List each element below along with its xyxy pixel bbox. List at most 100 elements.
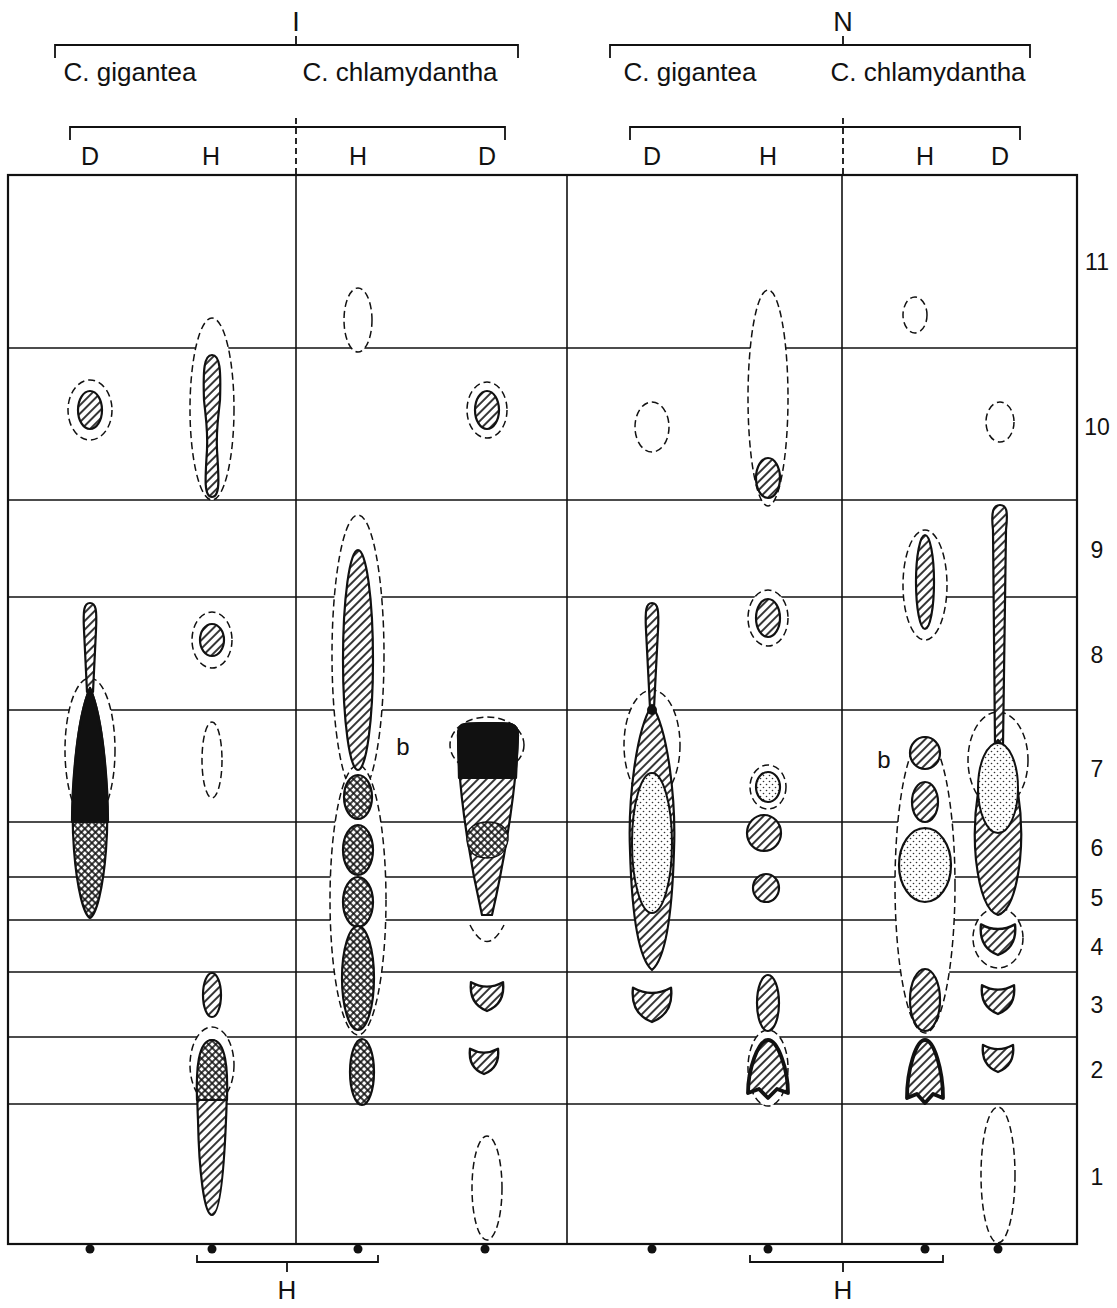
column-label: H <box>349 144 367 169</box>
faint-zone <box>467 382 507 438</box>
faint-zone <box>190 318 234 500</box>
column-label: H <box>916 144 934 169</box>
spots <box>72 355 1021 1215</box>
spot <box>204 355 221 497</box>
spot <box>467 822 508 858</box>
spot <box>756 772 780 802</box>
spot <box>350 1039 374 1105</box>
column-label: D <box>478 144 496 169</box>
spot <box>748 1040 788 1098</box>
hybrid-label: H <box>834 1277 853 1303</box>
zone-number: 10 <box>1084 416 1110 439</box>
faint-zone <box>68 380 112 440</box>
faint-zone <box>192 612 232 668</box>
spot <box>78 391 102 429</box>
spot <box>630 705 675 970</box>
spot <box>197 1040 226 1215</box>
origin-dot <box>354 1245 363 1254</box>
spot <box>753 874 779 902</box>
group-label: N <box>833 9 853 36</box>
spot <box>646 603 659 708</box>
zone-rule <box>8 499 1077 500</box>
column-label: D <box>991 144 1009 169</box>
spot <box>916 535 934 629</box>
zone-number: 4 <box>1091 936 1104 959</box>
spot <box>633 988 672 1022</box>
zone-number: 9 <box>1091 539 1104 562</box>
species-label: C. chlamydantha <box>830 59 1025 85</box>
spot <box>73 688 107 918</box>
zone-number: 2 <box>1091 1059 1104 1082</box>
spot <box>983 1045 1014 1072</box>
spot-callout: b <box>877 748 890 772</box>
bracket <box>55 36 518 58</box>
faint-zone <box>202 722 222 798</box>
spot <box>343 825 373 875</box>
spot <box>458 723 518 915</box>
spot <box>343 877 373 927</box>
spot <box>200 624 224 656</box>
plate-border <box>8 175 1077 1244</box>
zone-number: 8 <box>1091 644 1104 667</box>
dashed-tick <box>296 118 843 175</box>
spot <box>981 924 1016 955</box>
spot <box>756 458 780 498</box>
faint-zone <box>903 530 947 640</box>
spot <box>342 926 374 1030</box>
spot <box>344 775 372 819</box>
bracket <box>610 36 1030 58</box>
origin-dot <box>208 1245 217 1254</box>
spot <box>978 743 1018 833</box>
plate-frame <box>8 175 1077 1244</box>
spot <box>471 982 504 1011</box>
faint-zone <box>748 590 788 646</box>
bracket <box>630 127 1020 140</box>
zone-number: 11 <box>1085 251 1109 274</box>
origin-dot <box>481 1245 490 1254</box>
brackets <box>55 36 1030 1272</box>
faint-zone <box>748 290 788 506</box>
spot <box>910 737 940 769</box>
spot <box>757 975 779 1031</box>
origin-dot <box>994 1245 1003 1254</box>
column-label: D <box>81 144 99 169</box>
spot <box>992 505 1007 745</box>
faint-zone <box>330 765 386 1035</box>
spot <box>197 1040 227 1100</box>
zone-rule <box>8 1103 1077 1104</box>
spot <box>899 828 951 902</box>
faint-zone <box>748 1030 788 1106</box>
spot <box>343 550 373 770</box>
faint-zone <box>981 1107 1015 1243</box>
spot <box>647 705 657 715</box>
faint-zone <box>986 402 1014 442</box>
faint-zone <box>190 1027 234 1103</box>
spot <box>72 688 108 822</box>
faint-zone <box>344 288 372 352</box>
faint-zone <box>472 1136 502 1240</box>
spot <box>912 782 938 822</box>
bracket <box>70 127 505 140</box>
species-label: C. gigantea <box>64 59 197 85</box>
halos <box>65 288 1028 1243</box>
group-label: I <box>292 9 300 36</box>
faint-zone <box>470 925 504 942</box>
spot <box>982 985 1015 1014</box>
spot <box>756 599 780 637</box>
zone-number: 1 <box>1091 1166 1104 1189</box>
origin-dot <box>86 1245 95 1254</box>
origin-dot <box>764 1245 773 1254</box>
spot <box>458 723 518 778</box>
spot <box>475 391 499 429</box>
origin-dot <box>921 1245 930 1254</box>
column-label: H <box>759 144 777 169</box>
faint-zone <box>635 402 669 452</box>
hybrid-label: H <box>278 1277 297 1303</box>
spot <box>203 973 221 1017</box>
bracket <box>750 1255 943 1272</box>
faint-zone <box>750 765 786 809</box>
zone-rule <box>8 1036 1077 1037</box>
spot <box>84 603 97 692</box>
